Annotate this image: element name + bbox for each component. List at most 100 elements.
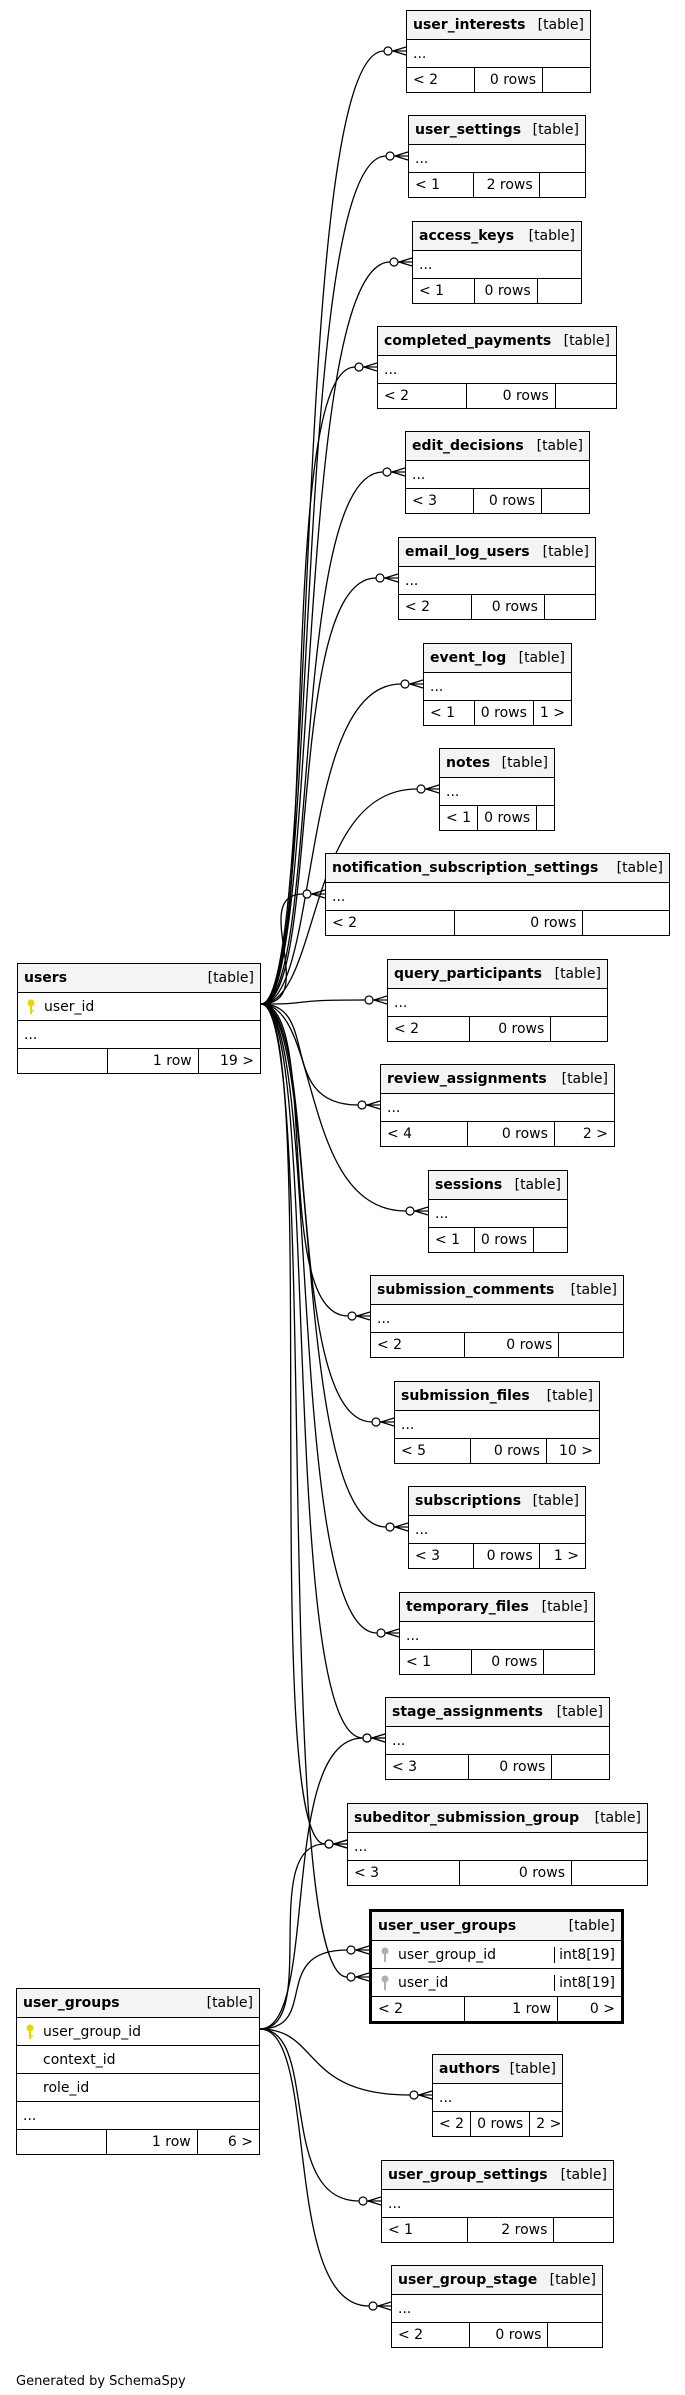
table-name: review_assignments xyxy=(387,1071,547,1087)
zero-cardinality-marker xyxy=(347,1311,357,1321)
crows-foot-marker xyxy=(380,1417,395,1423)
zero-cardinality-marker xyxy=(324,1839,334,1849)
table-subeditor-submission-group[interactable]: subeditor_submission_group[table] ... < … xyxy=(347,1803,648,1886)
zero-cardinality-marker xyxy=(389,257,399,267)
children-count xyxy=(551,1017,607,1041)
column-type: int8[19] xyxy=(554,1946,615,1963)
more-columns: ... xyxy=(413,45,427,62)
crows-foot-marker xyxy=(391,467,406,473)
crows-foot-marker xyxy=(355,1945,370,1951)
zero-cardinality-marker xyxy=(375,573,385,583)
parents-count: < 1 xyxy=(424,701,475,725)
row-count: 0 rows xyxy=(472,1650,545,1674)
row-count: 0 rows xyxy=(470,2323,549,2347)
children-count xyxy=(559,1333,623,1357)
relationship-users-user-settings xyxy=(260,155,398,1005)
more-columns: ... xyxy=(23,2107,37,2124)
relationship-user-groups-user-user-groups xyxy=(259,1949,359,2030)
table-type: [table] xyxy=(532,122,579,138)
table-type: [table] xyxy=(554,966,601,982)
row-count: 0 rows xyxy=(467,384,556,408)
parents-count: < 1 xyxy=(409,173,475,197)
relationship-users-submission-files xyxy=(260,1003,384,1423)
row-count: 1 row xyxy=(107,2130,198,2154)
crows-foot-marker xyxy=(385,1632,400,1638)
table-notification-subscription-settings[interactable]: notification_subscription_settings [table… xyxy=(325,853,670,936)
more-columns: ... xyxy=(401,1416,415,1433)
crows-foot-marker xyxy=(355,1949,370,1955)
table-type: [table] xyxy=(549,2272,596,2288)
more-columns: ... xyxy=(430,678,444,695)
zero-cardinality-marker xyxy=(382,467,392,477)
relationship-user-groups-authors xyxy=(259,2028,422,2096)
crows-foot-marker xyxy=(418,2094,433,2100)
row-count: 0 rows xyxy=(471,2112,531,2136)
table-name: subeditor_submission_group xyxy=(354,1810,580,1826)
crows-foot-marker xyxy=(414,1206,429,1212)
primary-key-icon xyxy=(24,998,38,1016)
crows-foot-marker xyxy=(409,683,424,689)
children-count xyxy=(583,911,669,935)
table-name: stage_assignments xyxy=(392,1704,543,1720)
children-count xyxy=(542,489,589,513)
table-name: user_groups xyxy=(23,1995,120,2011)
table-name: notification_subscription_settings xyxy=(332,860,599,876)
table-type: [table] xyxy=(509,2061,556,2077)
row-count: 0 rows xyxy=(460,1861,572,1885)
parents-count: < 2 xyxy=(388,1017,470,1041)
children-count xyxy=(556,384,616,408)
relationship-users-temporary-files xyxy=(260,1003,389,1634)
zero-cardinality-marker xyxy=(358,2196,368,2206)
foreign-key-icon xyxy=(378,1946,392,1964)
crows-foot-marker xyxy=(311,893,326,899)
children-count xyxy=(537,806,554,830)
table-name: submission_files xyxy=(401,1388,530,1404)
parents-count: < 3 xyxy=(406,489,474,513)
parents-count: < 1 xyxy=(400,1650,473,1674)
parents-count: < 2 xyxy=(399,595,472,619)
row-count: 0 rows xyxy=(475,701,534,725)
more-columns: ... xyxy=(435,1205,449,1222)
table-type: [table] xyxy=(518,650,565,666)
parents-count: < 5 xyxy=(395,1439,471,1463)
more-columns: ... xyxy=(446,783,460,800)
children-count: 19 > xyxy=(219,1053,254,1069)
table-user-groups[interactable]: user_groups[table] user_group_id context… xyxy=(16,1988,260,2155)
more-columns: ... xyxy=(415,150,429,167)
table-type: [table] xyxy=(616,860,663,876)
crows-foot-marker xyxy=(398,257,413,263)
zero-cardinality-marker xyxy=(346,1945,356,1955)
zero-cardinality-marker xyxy=(354,362,364,372)
parents-count xyxy=(18,1049,109,1073)
zero-cardinality-marker xyxy=(409,2090,419,2100)
row-count: 0 rows xyxy=(475,1228,535,1252)
table-name: event_log xyxy=(430,650,507,666)
zero-cardinality-marker xyxy=(357,1100,367,1110)
children-count xyxy=(572,1861,647,1885)
zero-cardinality-marker xyxy=(400,679,410,689)
table-name: notes xyxy=(446,755,491,771)
crows-foot-marker xyxy=(384,577,399,583)
table-type: [table] xyxy=(532,1493,579,1509)
